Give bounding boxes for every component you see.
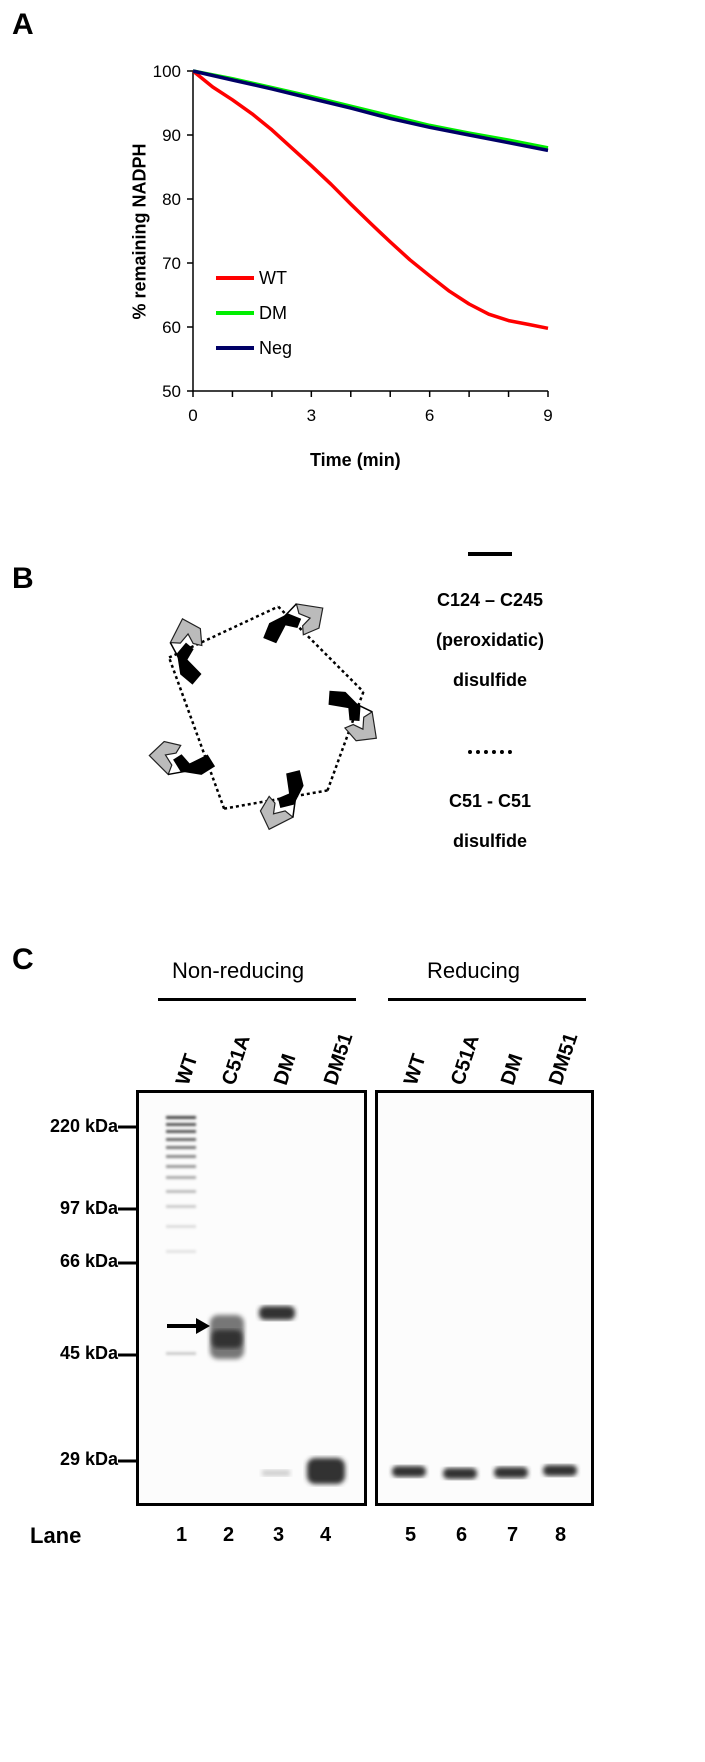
subunit-gray xyxy=(295,603,324,636)
lane8-band xyxy=(543,1465,577,1476)
panel-a-label: A xyxy=(12,8,34,41)
panel-b-label: B xyxy=(12,562,34,595)
peroxidatic-link xyxy=(266,603,297,636)
subunit-pair xyxy=(263,603,324,644)
peroxidatic-link xyxy=(169,642,192,681)
gel-reducing xyxy=(375,1090,594,1506)
lane-number: 6 xyxy=(456,1524,468,1546)
series-line-neg xyxy=(192,69,549,153)
dotted-line-legend-swatch xyxy=(468,750,512,754)
chart-series xyxy=(191,69,549,331)
subunit-gray xyxy=(148,740,182,776)
nadph-line-chart: 50 60 70 80 90 100 0 3 6 9 WT DM Neg xyxy=(153,62,553,425)
x-axis-label: Time (min) xyxy=(310,450,401,470)
subunit-black xyxy=(176,642,202,685)
chart-axes: 50 60 70 80 90 100 0 3 6 9 xyxy=(153,62,553,425)
lane-number: 4 xyxy=(320,1524,332,1546)
solid-line-legend-swatch xyxy=(468,552,512,556)
group-underline-non-reducing xyxy=(158,998,356,1001)
marker-label: 97 kDa xyxy=(59,1198,118,1218)
x-tick-label: 3 xyxy=(307,406,316,425)
subunit-pair xyxy=(259,770,304,831)
lane-number: 2 xyxy=(223,1524,235,1546)
peroxidatic-link xyxy=(168,766,211,776)
legend-label: DM xyxy=(259,303,287,323)
subunit-black xyxy=(328,690,361,721)
subunit-pair xyxy=(169,618,203,685)
lane-number: 5 xyxy=(405,1524,417,1546)
subunit-pair xyxy=(328,690,378,742)
lane-row-label: Lane xyxy=(30,1523,82,1548)
subunit-black xyxy=(277,770,304,808)
y-tick-label: 90 xyxy=(162,126,181,145)
peroxidatic-link xyxy=(333,692,373,713)
legend-label: Neg xyxy=(259,338,292,358)
subunit-pair xyxy=(148,740,216,776)
group-label-non-reducing: Non-reducing xyxy=(172,958,305,983)
marker-ticks xyxy=(118,1125,136,1463)
lane-number: 7 xyxy=(507,1524,519,1546)
group-underline-reducing xyxy=(388,998,586,1001)
subunit-black xyxy=(263,613,302,644)
group-label-reducing: Reducing xyxy=(427,958,520,983)
lane3-band xyxy=(259,1306,295,1320)
peroxidatic-link xyxy=(292,774,300,818)
legend-label: WT xyxy=(259,268,287,288)
lane-number: 1 xyxy=(176,1524,188,1546)
lane6-band xyxy=(443,1468,477,1479)
peroxidatic-legend-text: C124 – C245 (peroxidatic) disulfide xyxy=(400,580,580,700)
subunit-gray xyxy=(343,710,378,742)
subunit-black xyxy=(173,754,216,775)
gel-non-reducing xyxy=(136,1090,367,1506)
y-tick-label: 60 xyxy=(162,318,181,337)
x-tick-label: 0 xyxy=(188,406,197,425)
legend-line: disulfide xyxy=(452,831,527,851)
legend-line: C51 - C51 xyxy=(448,791,532,811)
c51-link xyxy=(167,657,226,810)
lane4-band xyxy=(307,1458,345,1484)
y-tick-label: 50 xyxy=(162,382,181,401)
x-tick-label: 9 xyxy=(543,406,552,425)
marker-label: 220 kDa xyxy=(49,1116,118,1136)
y-tick-label: 80 xyxy=(162,190,181,209)
lane1-ladder-bands xyxy=(166,1116,196,1355)
marker-label: 29 kDa xyxy=(59,1449,118,1469)
lane-number: 3 xyxy=(273,1524,285,1546)
lane-number: 8 xyxy=(555,1524,567,1546)
subunit-gray xyxy=(169,618,203,647)
series-line-wt xyxy=(191,69,549,331)
subunit-gray xyxy=(259,795,295,831)
marker-label: 66 kDa xyxy=(59,1251,118,1271)
legend-line: disulfide xyxy=(452,670,527,690)
lane7-band xyxy=(494,1467,528,1478)
legend-line: (peroxidatic) xyxy=(435,630,545,650)
c51-legend-text: C51 - C51 disulfide xyxy=(400,781,580,861)
lane5-band xyxy=(392,1466,426,1477)
lane3-faint-band xyxy=(262,1470,290,1476)
x-tick-label: 6 xyxy=(425,406,434,425)
disulfide-ring-diagram xyxy=(148,603,378,831)
chart-legend: WT DM Neg xyxy=(216,268,292,358)
arrow-icon xyxy=(167,1318,210,1334)
legend-line: C124 – C245 xyxy=(436,590,544,610)
y-tick-label: 70 xyxy=(162,254,181,273)
marker-label: 45 kDa xyxy=(59,1343,118,1363)
panel-c-label: C xyxy=(12,943,34,976)
y-tick-label: 100 xyxy=(153,62,181,81)
